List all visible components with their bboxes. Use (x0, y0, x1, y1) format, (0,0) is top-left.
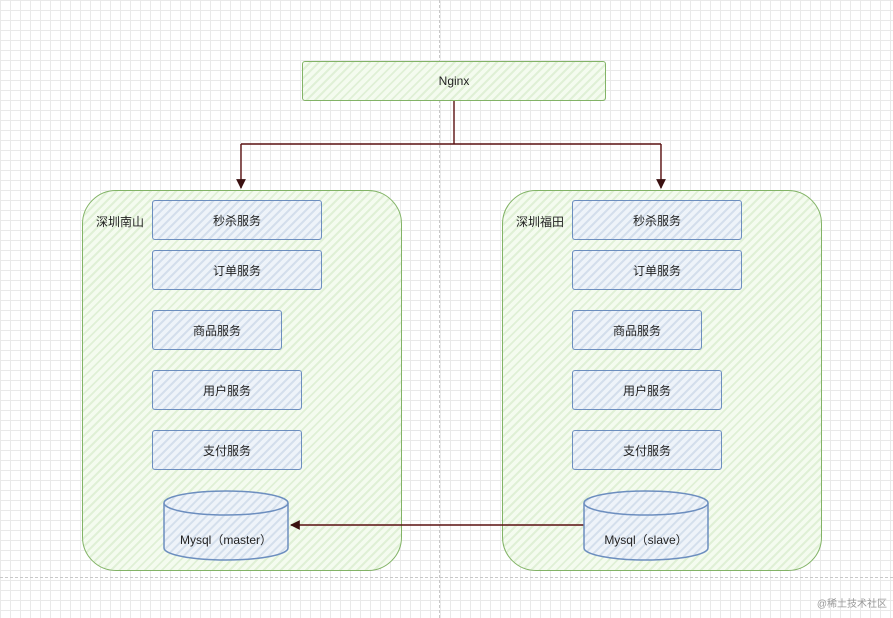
service-label: 订单服务 (632, 263, 681, 278)
nginx-node[interactable]: Nginx (302, 61, 606, 101)
region-nanshan-label: 深圳南山 (96, 215, 145, 229)
service-label: 支付服务 (202, 443, 251, 458)
service-label: 用户服务 (202, 383, 251, 398)
mysql-slave-label: Mysql（slave） (604, 533, 688, 547)
vertical-guide-line (439, 0, 440, 618)
service-label: 商品服务 (192, 323, 241, 338)
futian-order-service[interactable]: 订单服务 (572, 250, 742, 290)
nanshan-product-service[interactable]: 商品服务 (152, 310, 282, 350)
service-label: 用户服务 (622, 383, 671, 398)
service-label: 秒杀服务 (212, 213, 261, 228)
database-icon-slave (583, 490, 709, 561)
service-label: 支付服务 (622, 443, 671, 458)
region-futian-label: 深圳福田 (516, 215, 565, 229)
database-icon-master (163, 490, 289, 561)
futian-product-service[interactable]: 商品服务 (572, 310, 702, 350)
service-label: 秒杀服务 (632, 213, 681, 228)
nginx-label: Nginx (438, 74, 470, 88)
nginx-connector (236, 101, 666, 189)
horizontal-guide-line (0, 577, 893, 578)
nanshan-seckill-service[interactable]: 秒杀服务 (152, 200, 322, 240)
watermark: @稀土技术社区 (816, 599, 887, 610)
mysql-master-label: Mysql（master） (179, 533, 272, 547)
service-label: 订单服务 (212, 263, 261, 278)
service-label: 商品服务 (612, 323, 661, 338)
nanshan-user-service[interactable]: 用户服务 (152, 370, 302, 410)
nanshan-order-service[interactable]: 订单服务 (152, 250, 322, 290)
futian-payment-service[interactable]: 支付服务 (572, 430, 722, 470)
nanshan-payment-service[interactable]: 支付服务 (152, 430, 302, 470)
futian-seckill-service[interactable]: 秒杀服务 (572, 200, 742, 240)
futian-user-service[interactable]: 用户服务 (572, 370, 722, 410)
